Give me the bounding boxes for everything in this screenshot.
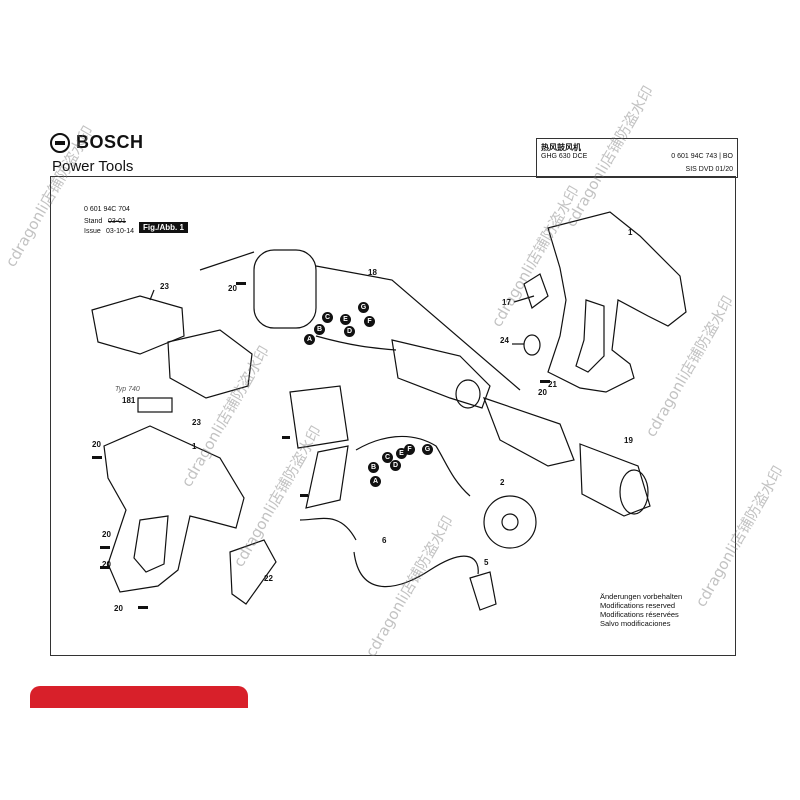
callout-part: 20	[92, 440, 101, 449]
callout-part: 19	[624, 436, 633, 445]
typ-note: Typ 740	[115, 386, 140, 393]
housing-half-right	[547, 211, 687, 393]
leader-17	[513, 295, 535, 303]
screw-icon	[100, 546, 110, 549]
callout-part: 23	[160, 282, 169, 291]
stand-value: 03-01	[108, 218, 126, 225]
housing-handle-left	[133, 515, 169, 573]
callout-part: 20	[102, 530, 111, 539]
harness-lower	[355, 435, 471, 497]
callout-part: 181	[122, 396, 136, 405]
fan-disc	[483, 495, 537, 549]
wire-label-b: B	[314, 324, 325, 335]
screw-icon	[236, 282, 246, 285]
wire-label-c: C	[382, 452, 393, 463]
fan-hub	[501, 513, 519, 531]
callout-part: 23	[192, 418, 201, 427]
wire-label-a: A	[304, 334, 315, 345]
callout-part: 1	[628, 228, 633, 237]
document-info-box: 热风鼓风机 GHG 630 DCE 0 601 94C 743 | BO SIS…	[536, 138, 738, 178]
callout-part: 20	[102, 560, 111, 569]
callout-part: 20	[114, 604, 123, 613]
wire-label-e: E	[340, 314, 351, 325]
notice-line: Salvo modificaciones	[600, 619, 671, 628]
motor-body	[482, 397, 575, 467]
wire-label-f: F	[404, 444, 415, 455]
modification-notice: Änderungen vorbehalten Modifications res…	[600, 592, 682, 628]
wire-label-b: B	[368, 462, 379, 473]
wire-label-e: E	[396, 448, 407, 459]
issue-label: Issue	[84, 228, 101, 235]
leader-23-top	[149, 289, 155, 301]
callout-part: 6	[382, 536, 387, 545]
wire-label-a: A	[370, 476, 381, 487]
info-doc-number: 0 601 94C 743 | BO	[671, 153, 733, 160]
screw-icon	[100, 566, 110, 569]
switch-module	[305, 445, 349, 509]
stand-label: Stand	[84, 218, 103, 225]
callout-part: 5	[484, 558, 489, 567]
wire-6	[299, 517, 357, 541]
brand-name: BOSCH	[76, 132, 144, 152]
red-banner-bar	[30, 686, 248, 708]
bosch-armature-icon	[50, 132, 70, 153]
callout-part: 1	[192, 442, 197, 451]
figure-tag: Fig./Abb. 1	[139, 222, 188, 233]
notice-line: Änderungen vorbehalten	[600, 592, 683, 601]
issue-value: 03-10-14	[106, 228, 135, 235]
part-181	[137, 397, 173, 413]
wire-label-d: D	[390, 460, 401, 471]
product-number: 0 601 94C 704	[84, 206, 130, 213]
callout-part: 22	[264, 574, 273, 583]
nose-cone	[91, 295, 185, 355]
housing-half-right-handle	[575, 299, 605, 373]
notice-line: Modifications reserved	[600, 601, 676, 610]
drawing-frame	[50, 176, 736, 656]
callout-part: 18	[368, 268, 377, 277]
brand-subtitle: Power Tools	[52, 158, 134, 175]
notice-line: Modifications réservées	[600, 610, 679, 619]
housing-half-left	[103, 425, 245, 593]
screw-icon	[138, 606, 148, 609]
screw-icon	[300, 494, 308, 497]
callout-part: 2	[500, 478, 505, 487]
power-cord	[353, 551, 479, 588]
heater-element	[391, 339, 491, 409]
nozzle	[579, 443, 651, 517]
info-sis: SIS DVD 01/20	[685, 166, 733, 173]
nozzle-tip	[619, 469, 649, 515]
wire-label-d: D	[344, 326, 355, 337]
wire-label-g: G	[422, 444, 433, 455]
plug	[469, 571, 497, 611]
heater-coil	[253, 249, 317, 329]
motor-end	[455, 379, 481, 409]
wire-label-f: F	[364, 316, 375, 327]
leader-18	[199, 251, 521, 391]
callout-part: 24	[500, 336, 509, 345]
screw-icon	[540, 380, 550, 383]
wire-label-c: C	[322, 312, 333, 323]
cap-22	[229, 539, 277, 605]
part-24	[523, 334, 541, 356]
control-board	[289, 385, 349, 449]
bosch-logo: BOSCH	[50, 132, 144, 153]
callout-part: 20	[538, 388, 547, 397]
screw-icon	[282, 436, 290, 439]
trigger-switch	[523, 273, 549, 309]
wire-label-g: G	[358, 302, 369, 313]
screw-icon	[92, 456, 102, 459]
heater-insulator	[167, 329, 253, 399]
callout-part: 17	[502, 298, 511, 307]
harness-upper	[315, 335, 397, 351]
info-title: 热风鼓风机	[541, 143, 581, 152]
info-model: GHG 630 DCE	[541, 153, 588, 160]
callout-part: 20	[228, 284, 237, 293]
callout-part: 21	[548, 380, 557, 389]
